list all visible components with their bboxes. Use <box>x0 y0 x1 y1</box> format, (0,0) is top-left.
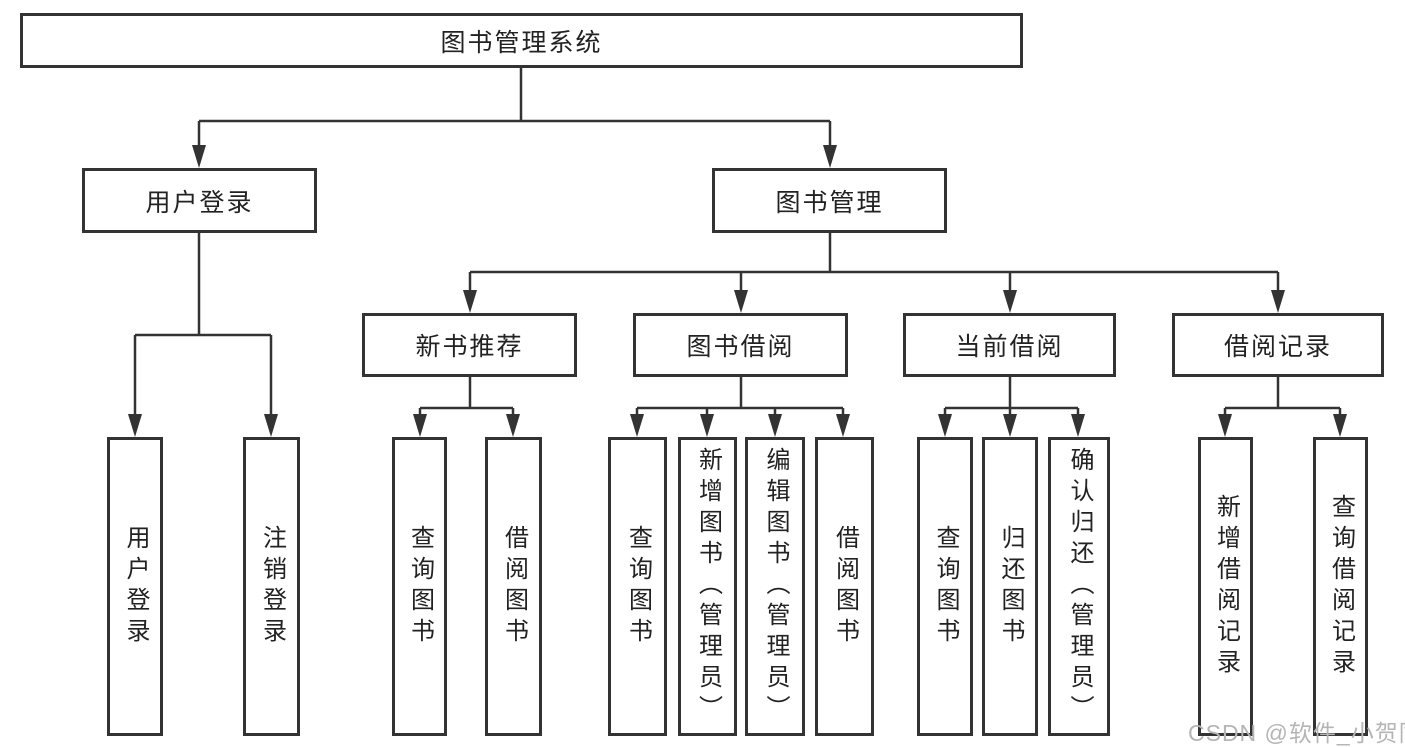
node-book-borrowing: 图书借阅 <box>633 313 848 377</box>
leaf-add-borrow-record: 新增借阅记录 <box>1198 437 1253 736</box>
node-book-management: 图书管理 <box>712 168 947 233</box>
node-user-login: 用户登录 <box>82 168 317 233</box>
leaf-add-book-admin: 新增图书（管理员） <box>678 437 737 736</box>
leaf-borrow-books-recommend: 借阅图书 <box>485 437 542 736</box>
csdn-watermark: CSDN @软件_小贺同学 <box>1188 720 1405 746</box>
node-label: 当前借阅 <box>955 333 1064 361</box>
node-label: 新增借阅记录 <box>1212 493 1240 680</box>
node-label: 注销登录 <box>258 524 286 649</box>
leaf-return-book: 归还图书 <box>982 437 1038 736</box>
leaf-logout: 注销登录 <box>243 437 300 736</box>
node-label: 编辑图书（管理员） <box>762 447 789 726</box>
leaf-query-books-current: 查询图书 <box>917 437 973 736</box>
node-new-book-recommend: 新书推荐 <box>362 313 577 377</box>
node-label: 新增图书（管理员） <box>694 447 722 726</box>
leaf-edit-book-admin: 编辑图书（管理员） <box>745 437 805 736</box>
node-label: 查询图书 <box>406 524 434 649</box>
leaf-query-books-borrow: 查询图书 <box>608 437 667 736</box>
node-current-borrowing: 当前借阅 <box>903 313 1116 377</box>
node-label: 借阅图书 <box>831 524 859 649</box>
leaf-query-borrow-record: 查询借阅记录 <box>1313 437 1368 736</box>
node-library-system: 图书管理系统 <box>20 13 1023 68</box>
node-label: 归还图书 <box>997 524 1024 649</box>
node-label: 查询借阅记录 <box>1327 493 1355 680</box>
node-label: 新书推荐 <box>415 333 524 361</box>
node-label: 用户登录 <box>122 524 149 649</box>
node-label: 借阅记录 <box>1223 333 1332 361</box>
node-label: 图书管理系统 <box>440 28 603 57</box>
node-label: 借阅图书 <box>500 524 528 649</box>
leaf-query-books-recommend: 查询图书 <box>392 437 447 736</box>
leaf-borrow-book: 借阅图书 <box>815 437 874 736</box>
node-label: 确认归还（管理员） <box>1066 447 1093 726</box>
node-label: 用户登录 <box>145 188 254 217</box>
leaf-user-login: 用户登录 <box>107 437 163 736</box>
node-borrowing-records: 借阅记录 <box>1172 313 1384 377</box>
leaf-confirm-return-admin: 确认归还（管理员） <box>1048 437 1110 736</box>
node-label: 图书借阅 <box>686 333 795 361</box>
node-label: 查询图书 <box>932 524 959 649</box>
arrowheads <box>128 145 1347 437</box>
node-label: 查询图书 <box>624 524 652 649</box>
node-label: 图书管理 <box>775 188 884 217</box>
